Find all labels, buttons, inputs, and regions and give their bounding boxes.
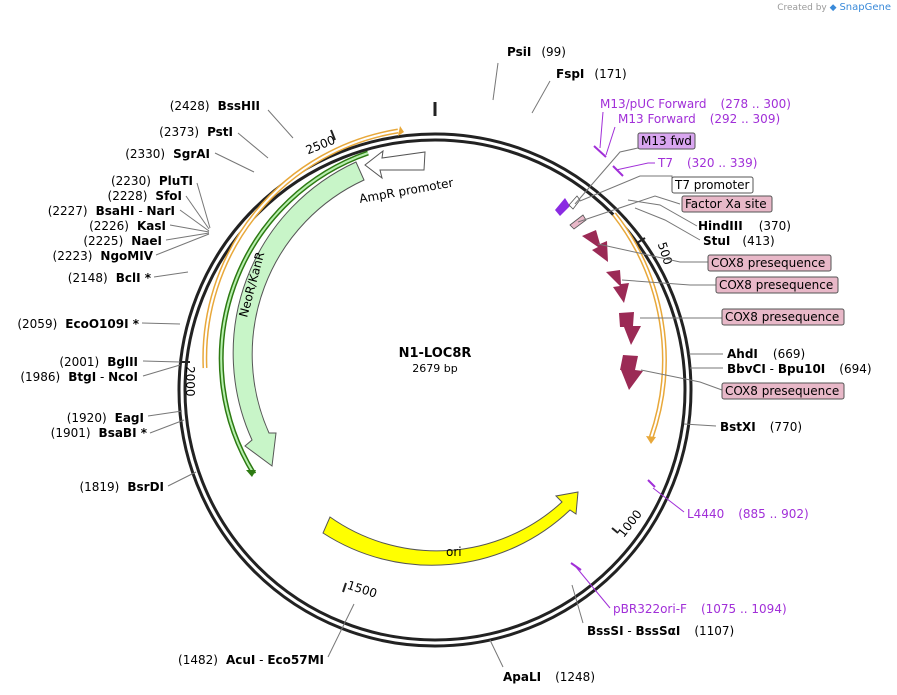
svg-text:COX8 presequence: COX8 presequence — [719, 278, 833, 292]
ampr-promoter-label: AmpR promoter — [358, 176, 454, 206]
tick-500-mark — [636, 237, 646, 244]
cox8-arrows — [582, 230, 643, 390]
tick-2500-mark — [330, 129, 336, 141]
enzyme-sfoi[interactable]: (2228)SfoI — [108, 189, 182, 203]
enzyme-acui-eco57mi[interactable]: (1482)AcuI - Eco57MI — [178, 653, 324, 667]
enzyme-psii[interactable]: PsiI(99) — [507, 45, 566, 59]
neor-kanr-feature[interactable] — [232, 161, 365, 467]
ori-label: ori — [446, 545, 462, 559]
snapgene-credit: Created by ◆ SnapGene — [777, 2, 891, 13]
feature-cox8-4[interactable]: COX8 presequence — [721, 382, 845, 400]
primer-m13-puc-forward[interactable]: M13/pUC Forward(278 .. 300) — [600, 97, 791, 111]
enzyme-pluti[interactable]: (2230)PluTI — [111, 174, 193, 188]
enzyme-bcli[interactable]: (2148)BclI * — [68, 271, 152, 285]
enzyme-bstxi[interactable]: BstXI(770) — [720, 420, 802, 434]
feature-t7-promoter[interactable]: T7 promoter — [671, 176, 754, 194]
leader-lines-left — [141, 109, 355, 658]
svg-text:M13 fwd: M13 fwd — [641, 134, 692, 148]
credit-prefix: Created by — [777, 3, 827, 13]
credit-brand: SnapGene — [839, 2, 891, 13]
enzyme-labels-left: (2428)BssHII (2373)PstI (2330)SgrAI (223… — [17, 99, 324, 667]
enzyme-ngomiv[interactable]: (2223)NgoMIV — [53, 249, 154, 263]
cox8-arrow-1[interactable] — [582, 230, 608, 262]
boxed-feature-labels: M13 fwd T7 promoter Factor Xa site COX8 … — [637, 132, 845, 400]
primer-m13-forward[interactable]: M13 Forward(292 .. 309) — [618, 112, 780, 126]
plasmid-name: N1-LOC8R — [399, 346, 472, 361]
tick-1000-mark — [611, 527, 619, 534]
primer-markers — [570, 145, 656, 571]
cox8-arrow-3[interactable] — [619, 312, 641, 345]
ampr-promoter-feature[interactable] — [364, 149, 426, 180]
enzyme-bsahi-nari[interactable]: (2227)BsaHI - NarI — [48, 204, 175, 218]
backbone — [177, 102, 693, 648]
ori-feature[interactable] — [322, 491, 579, 566]
enzyme-naei[interactable]: (2225)NaeI — [83, 234, 162, 248]
feature-cox8-3[interactable]: COX8 presequence — [721, 308, 845, 326]
t7-promoter-mark — [568, 195, 581, 210]
svg-text:COX8 presequence: COX8 presequence — [725, 310, 839, 324]
enzyme-hindiii[interactable]: HindIII(370) — [698, 219, 791, 233]
orange-arc-right-arrow — [646, 436, 656, 444]
m13-fwd-mark — [555, 198, 570, 216]
primer-labels: M13/pUC Forward(278 .. 300) M13 Forward(… — [600, 97, 809, 616]
tick-2000: 2000 — [183, 366, 197, 397]
cox8-arrow-2[interactable] — [606, 270, 629, 303]
enzyme-btgi-ncoi[interactable]: (1986)BtgI - NcoI — [20, 370, 138, 384]
leader-lines-right — [489, 62, 723, 668]
enzyme-psti[interactable]: (2373)PstI — [159, 125, 233, 139]
primer-pbr322ori-f[interactable]: pBR322ori-F(1075 .. 1094) — [613, 602, 787, 616]
svg-text:COX8 presequence: COX8 presequence — [711, 256, 825, 270]
enzyme-bsshii[interactable]: (2428)BssHII — [170, 99, 260, 113]
feature-factor-xa-site[interactable]: Factor Xa site — [681, 195, 773, 213]
plasmid-length: 2679 bp — [412, 362, 457, 375]
enzyme-sgrai[interactable]: (2330)SgrAI — [125, 147, 210, 161]
left-arcs — [202, 126, 404, 477]
enzyme-bglii[interactable]: (2001)BglII — [59, 355, 138, 369]
cox8-arrow-4[interactable] — [620, 355, 643, 390]
enzyme-bsrdi[interactable]: (1819)BsrDI — [79, 480, 164, 494]
enzyme-bsssi-bsssai[interactable]: BssSI - BssSαI(1107) — [587, 624, 734, 638]
enzyme-ahdi[interactable]: AhdI(669) — [727, 347, 805, 361]
enzyme-ecoo109i[interactable]: (2059)EcoO109I * — [17, 317, 139, 331]
snapgene-logo-icon: ◆ — [829, 3, 837, 13]
svg-text:COX8 presequence: COX8 presequence — [725, 384, 839, 398]
tick-1500-mark — [342, 582, 347, 593]
svg-text:Factor Xa site: Factor Xa site — [685, 197, 767, 211]
enzyme-bsabi[interactable]: (1901)BsaBI * — [51, 426, 148, 440]
enzyme-stui[interactable]: StuI(413) — [703, 234, 775, 248]
enzyme-fspi[interactable]: FspI(171) — [556, 67, 627, 81]
feature-cox8-2[interactable]: COX8 presequence — [715, 276, 839, 294]
enzyme-apali[interactable]: ApaLI(1248) — [503, 670, 595, 684]
primer-l4440[interactable]: L4440(885 .. 902) — [687, 507, 809, 521]
tick-1500: 1500 — [345, 578, 378, 601]
feature-cox8-1[interactable]: COX8 presequence — [707, 254, 832, 272]
green-arc-arrow — [246, 470, 256, 477]
enzyme-kasi[interactable]: (2226)KasI — [89, 219, 166, 233]
orange-arc-left-arrow — [398, 126, 404, 136]
primer-t7[interactable]: T7(320 .. 339) — [657, 156, 757, 170]
enzyme-bbvci-bpu10i[interactable]: BbvCI - Bpu10I(694) — [727, 362, 872, 376]
enzyme-eagi[interactable]: (1920)EagI — [67, 411, 144, 425]
svg-text:T7 promoter: T7 promoter — [674, 178, 750, 192]
enzyme-labels-right: PsiI(99) FspI(171) HindIII(370) StuI(413… — [503, 45, 872, 684]
feature-m13-fwd[interactable]: M13 fwd — [637, 132, 696, 150]
